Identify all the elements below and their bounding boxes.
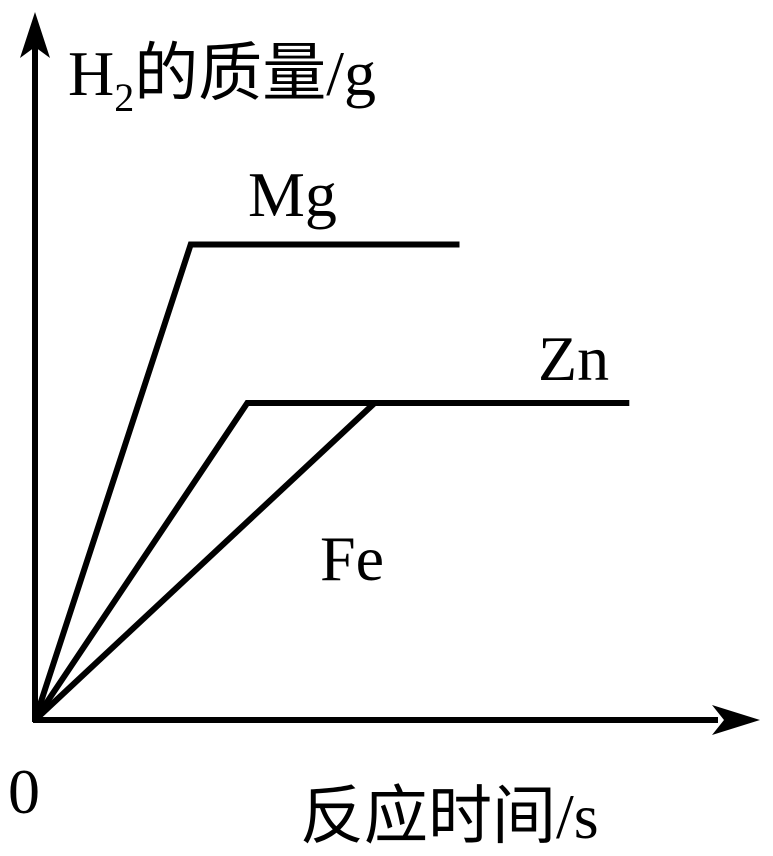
y-axis-label: H2的质量/g (68, 38, 376, 120)
series-label-mg: Mg (248, 159, 337, 230)
series-layer (32, 241, 630, 723)
series-line-fe (32, 400, 377, 723)
series-line-zn (32, 400, 630, 722)
y-axis-label-subscript: 2 (114, 75, 134, 120)
origin-tick-label: 0 (8, 756, 40, 827)
y-axis-arrow (20, 12, 50, 58)
x-axis-label: 反应时间/s (300, 781, 599, 852)
series-label-fe: Fe (320, 523, 384, 594)
series-line-mg (32, 241, 460, 721)
series-label-zn: Zn (538, 323, 609, 394)
y-axis-label-rest: 的质量/g (134, 38, 376, 109)
x-axis-arrow (712, 705, 760, 735)
y-axis-label-main: H (68, 38, 114, 109)
